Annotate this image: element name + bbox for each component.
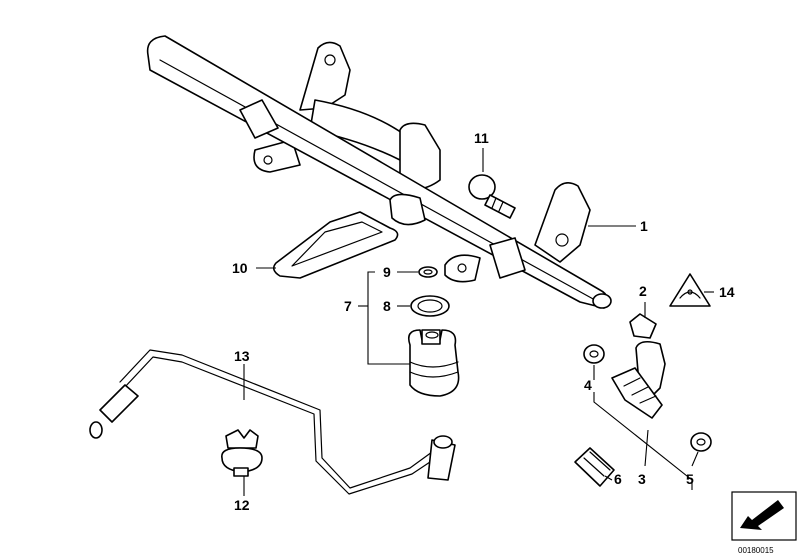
callout-11: 11	[474, 130, 489, 146]
warning-triangle-icon	[669, 273, 711, 307]
diagram-code: 00180015	[738, 546, 774, 555]
callout-8: 8	[383, 298, 391, 314]
injector[interactable]	[611, 340, 666, 419]
arrow-box: 00180015	[731, 491, 797, 555]
callout-13: 13	[234, 348, 250, 364]
callout-2: 2	[639, 283, 647, 299]
pressure-regulator[interactable]	[407, 329, 460, 397]
o-ring[interactable]	[410, 295, 450, 317]
callout-10: 10	[232, 260, 248, 276]
lower-o-ring[interactable]	[690, 432, 712, 452]
callout-7: 7	[344, 298, 352, 314]
injector-clip[interactable]	[574, 447, 615, 487]
callout-6: 6	[614, 471, 622, 487]
fuel-line[interactable]	[89, 349, 456, 495]
callout-labels: 1 2 3 4 5 6 7 8 9 10 11 12 13 14	[232, 130, 735, 513]
callout-4: 4	[584, 377, 592, 393]
clip[interactable]	[221, 429, 263, 477]
fuel-rail[interactable]	[146, 35, 612, 309]
callout-5: 5	[686, 471, 694, 487]
bolt[interactable]	[468, 174, 516, 219]
arrow-icon	[740, 500, 784, 530]
callout-14: 14	[719, 284, 735, 300]
injector-cap[interactable]	[629, 313, 657, 339]
callout-3: 3	[638, 471, 646, 487]
callout-9: 9	[383, 264, 391, 280]
callout-12: 12	[234, 497, 250, 513]
spring-ring[interactable]	[418, 266, 438, 278]
gasket[interactable]	[272, 211, 399, 279]
upper-o-ring[interactable]	[583, 344, 605, 364]
leader-lines	[243, 148, 714, 496]
callout-1: 1	[640, 218, 648, 234]
